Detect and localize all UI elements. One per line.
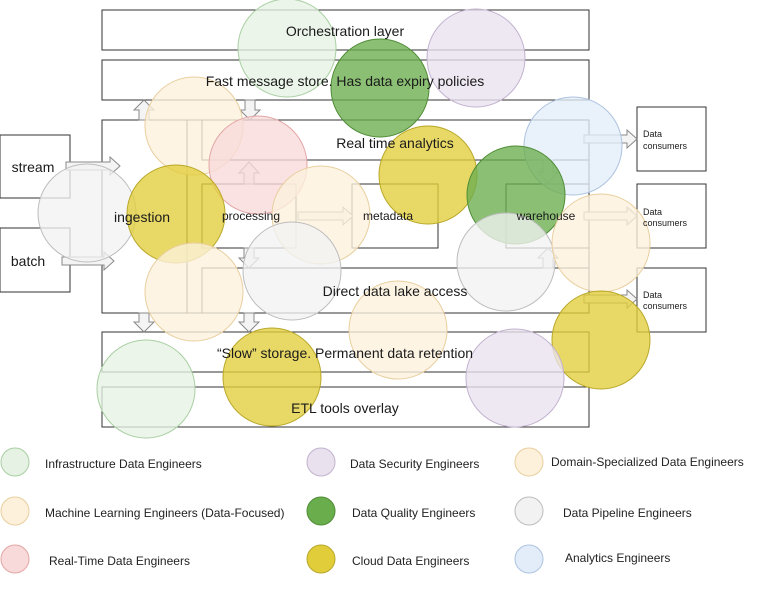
stream-label: stream bbox=[12, 159, 55, 175]
arrow-ingestion-slow bbox=[132, 312, 156, 333]
consumer-2-line2: consumers bbox=[643, 218, 688, 228]
legend-swatch-domain bbox=[514, 447, 544, 477]
legend-swatch-infra bbox=[0, 447, 30, 477]
role-circle-infra-1 bbox=[237, 0, 337, 98]
legend-label-realtime: Real-Time Data Engineers bbox=[49, 554, 190, 568]
legend-swatch-realtime bbox=[0, 544, 30, 574]
legend-label-quality: Data Quality Engineers bbox=[352, 506, 475, 520]
consumer-1-line1: Data bbox=[643, 129, 662, 139]
legend-item-domain: Domain-Specialized Data Engineers bbox=[514, 447, 744, 477]
legend-item-pipeline: Data Pipeline Engineers bbox=[514, 496, 692, 526]
role-circle-pipeline-13 bbox=[456, 212, 556, 312]
ingestion-label: ingestion bbox=[114, 209, 170, 225]
arrow-store-down bbox=[238, 99, 262, 121]
legend-label-domain: Domain-Specialized Data Engineers bbox=[551, 455, 744, 469]
consumer-2-line1: Data bbox=[643, 207, 662, 217]
batch-label: batch bbox=[11, 253, 45, 269]
consumer-1-line2: consumers bbox=[643, 141, 688, 151]
legend-item-security: Data Security Engineers bbox=[306, 447, 479, 477]
realtime-label: Real time analytics bbox=[336, 135, 454, 151]
message-store-label: Fast message store. Has data expiry poli… bbox=[206, 73, 485, 89]
consumer-3-line2: consumers bbox=[643, 301, 688, 311]
consumer-box-3 bbox=[636, 267, 707, 333]
role-circle-quality-2 bbox=[330, 38, 430, 138]
legend-swatch-ml bbox=[0, 496, 30, 526]
datalake-label: Direct data lake access bbox=[323, 283, 468, 299]
legend-label-security: Data Security Engineers bbox=[350, 457, 479, 471]
metadata-label: metadata bbox=[363, 209, 413, 223]
warehouse-label: warehouse bbox=[516, 209, 576, 223]
orchestration-label: Orchestration layer bbox=[286, 23, 405, 39]
legend-swatch-analytics bbox=[514, 544, 544, 574]
role-circle-cloud-20 bbox=[222, 327, 322, 427]
slow-storage-label: “Slow” storage. Permanent data retention bbox=[217, 345, 473, 361]
role-circle-pipeline-12 bbox=[242, 221, 342, 321]
legend-item-quality: Data Quality Engineers bbox=[306, 496, 475, 526]
role-circle-domain-17 bbox=[348, 280, 448, 380]
legend-swatch-quality bbox=[306, 496, 336, 526]
legend-item-ml: Machine Learning Engineers (Data-Focused… bbox=[0, 496, 284, 526]
legend: Infrastructure Data Engineers Data Secur… bbox=[0, 447, 744, 574]
legend-item-cloud: Cloud Data Engineers bbox=[306, 544, 469, 574]
legend-item-analytics: Analytics Engineers bbox=[514, 544, 670, 574]
consumer-3-line1: Data bbox=[643, 290, 662, 300]
consumer-box-1 bbox=[636, 106, 707, 172]
role-overlay-circles bbox=[37, 0, 651, 439]
legend-swatch-pipeline bbox=[514, 496, 544, 526]
role-circle-ml-15 bbox=[144, 242, 244, 342]
legend-item-infra: Infrastructure Data Engineers bbox=[0, 447, 202, 477]
arrow-lake-slow bbox=[237, 312, 261, 333]
legend-label-analytics: Analytics Engineers bbox=[565, 551, 670, 565]
legend-swatch-security bbox=[306, 447, 336, 477]
role-circle-infra-19 bbox=[96, 339, 196, 439]
role-circle-cloud-16 bbox=[551, 290, 651, 390]
legend-label-ml: Machine Learning Engineers (Data-Focused… bbox=[45, 506, 284, 520]
legend-item-realtime: Real-Time Data Engineers bbox=[0, 544, 190, 574]
legend-label-cloud: Cloud Data Engineers bbox=[352, 554, 469, 568]
etl-label: ETL tools overlay bbox=[291, 400, 399, 416]
legend-swatch-cloud bbox=[306, 544, 336, 574]
legend-label-infra: Infrastructure Data Engineers bbox=[45, 457, 202, 471]
role-circle-security-18 bbox=[465, 328, 565, 428]
role-circle-security-3 bbox=[426, 8, 526, 108]
legend-label-pipeline: Data Pipeline Engineers bbox=[563, 506, 692, 520]
processing-label: processing bbox=[222, 209, 280, 223]
